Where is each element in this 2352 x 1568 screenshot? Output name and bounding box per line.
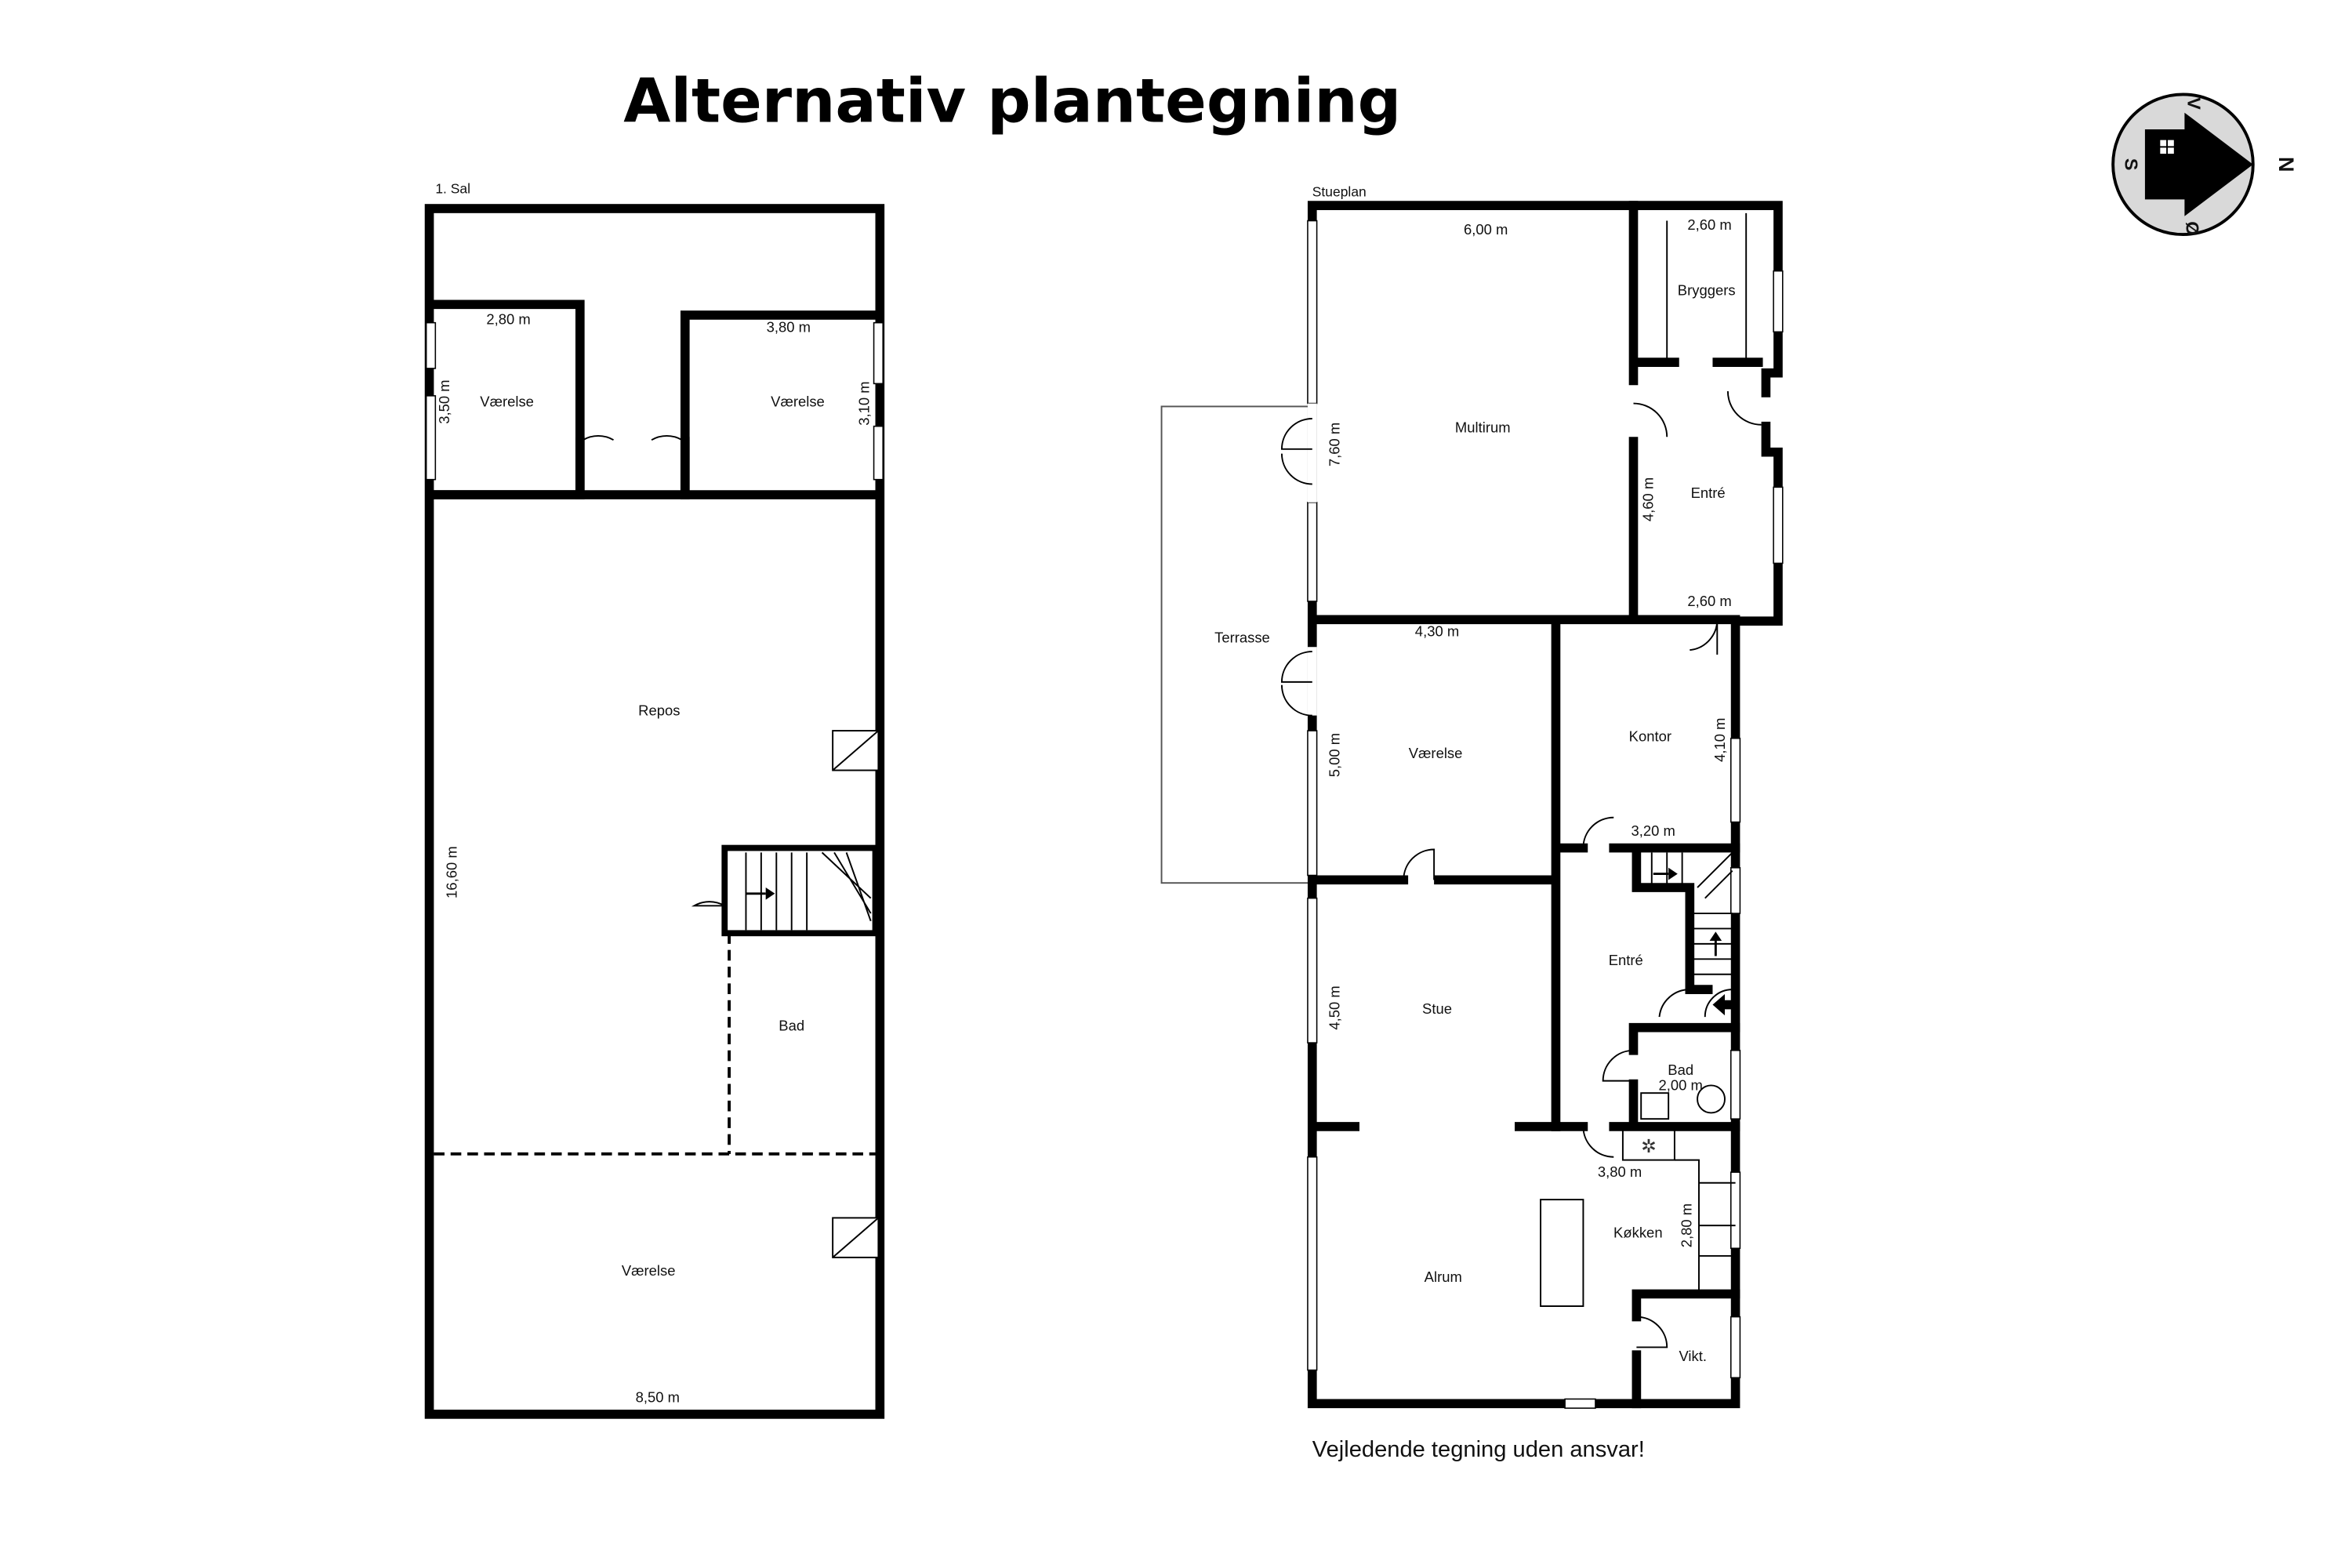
room-label: Værelse — [1409, 745, 1463, 761]
room-label: Entré — [1691, 485, 1726, 501]
room-label: Værelse — [771, 393, 825, 409]
room-label: Værelse — [480, 393, 534, 409]
dimension-label: 2,00 m — [1659, 1076, 1703, 1093]
dimension-label: 16,60 m — [444, 846, 460, 898]
first-floor-plan: 1. Sal Værelse Værelse Repos Bad Værelse… — [424, 181, 885, 1419]
floor-label: Stueplan — [1312, 183, 1367, 199]
dimension-label: 2,60 m — [1687, 593, 1731, 609]
dimension-label: 4,10 m — [1711, 718, 1728, 762]
dimension-label: 3,20 m — [1632, 822, 1675, 839]
dimension-label: 3,50 m — [436, 379, 452, 423]
dimension-label: 3,80 m — [767, 318, 811, 335]
dimension-label: 4,60 m — [1640, 477, 1657, 521]
compass-west: V — [2183, 97, 2204, 110]
freezer-icon: ✲ — [1641, 1137, 1657, 1157]
disclaimer: Vejledende tegning uden ansvar! — [1312, 1437, 1645, 1462]
dimension-label: 3,80 m — [1598, 1163, 1642, 1180]
room-label: Multirum — [1455, 419, 1511, 435]
dimension-label: 3,10 m — [856, 381, 873, 425]
page-title: Alternativ plantegning — [623, 66, 1401, 136]
room-label: Terrasse — [1214, 629, 1270, 645]
ground-floor-plan: Stueplan ✲ — [1160, 183, 1784, 1409]
dimension-label: 5,00 m — [1327, 733, 1343, 777]
dimension-label: 2,80 m — [486, 311, 530, 328]
room-label: Bad — [1668, 1062, 1693, 1078]
dimension-label: 6,00 m — [1464, 221, 1508, 238]
compass-icon: N S V Ø — [2111, 93, 2299, 236]
compass-south: S — [2122, 158, 2142, 171]
dimension-label: 2,80 m — [1678, 1203, 1694, 1247]
room-label: Stue — [1422, 1000, 1452, 1017]
dimension-label: 4,30 m — [1415, 623, 1459, 640]
dimension-label: 8,50 m — [636, 1388, 680, 1405]
room-label: Alrum — [1425, 1269, 1462, 1285]
room-label: Vikt. — [1679, 1348, 1707, 1364]
room-label: Kontor — [1629, 728, 1671, 745]
compass-east: Ø — [2182, 221, 2202, 235]
dimension-label: 2,60 m — [1687, 216, 1731, 233]
room-label: Entré — [1609, 952, 1643, 968]
dimension-label: 4,50 m — [1327, 985, 1343, 1029]
floor-label: 1. Sal — [435, 181, 470, 197]
room-label: Bryggers — [1678, 282, 1736, 299]
room-label: Repos — [638, 702, 680, 719]
compass-north: N — [2274, 157, 2299, 172]
room-label: Køkken — [1613, 1225, 1663, 1241]
dimension-label: 7,60 m — [1327, 423, 1343, 466]
room-label: Værelse — [622, 1262, 676, 1279]
room-label: Bad — [779, 1018, 804, 1034]
